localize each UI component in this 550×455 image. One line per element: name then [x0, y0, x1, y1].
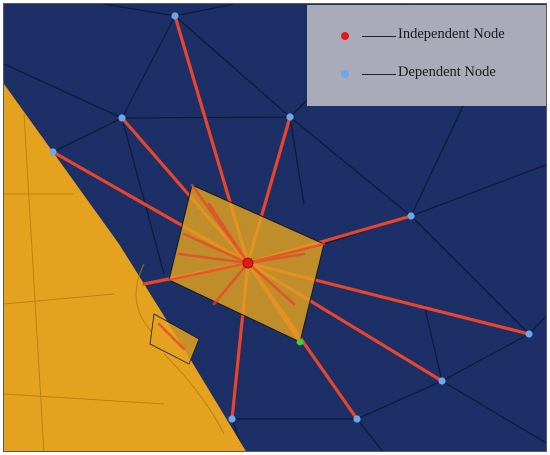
- dependent-node: [407, 212, 415, 220]
- blue-dot-icon: [341, 70, 349, 78]
- solid-part-edges: [4, 113, 225, 451]
- dependent-node: [118, 114, 126, 122]
- dependent-node: [353, 415, 361, 423]
- dependent-nodes: [49, 12, 533, 423]
- legend-label-independent: Independent Node: [398, 26, 505, 42]
- legend-row-independent: Independent Node: [307, 25, 546, 47]
- dependent-node: [49, 148, 57, 156]
- dependent-node: [228, 415, 236, 423]
- legend-label-dependent: Dependent Node: [398, 64, 496, 80]
- dependent-node: [438, 377, 446, 385]
- legend-dash: [362, 74, 396, 75]
- independent-node: [242, 257, 254, 269]
- legend: Independent Node Dependent Node: [307, 5, 546, 106]
- legend-dash: [362, 36, 396, 37]
- dependent-node: [525, 330, 533, 338]
- figure-frame: Independent Node Dependent Node: [3, 3, 547, 452]
- red-dot-icon: [341, 32, 349, 40]
- dependent-node: [286, 113, 294, 121]
- rigid-links-overlay: [157, 183, 326, 351]
- green-node: [296, 338, 304, 346]
- dependent-node: [171, 12, 179, 20]
- legend-row-dependent: Dependent Node: [307, 63, 546, 85]
- mesh-lines: [4, 4, 546, 451]
